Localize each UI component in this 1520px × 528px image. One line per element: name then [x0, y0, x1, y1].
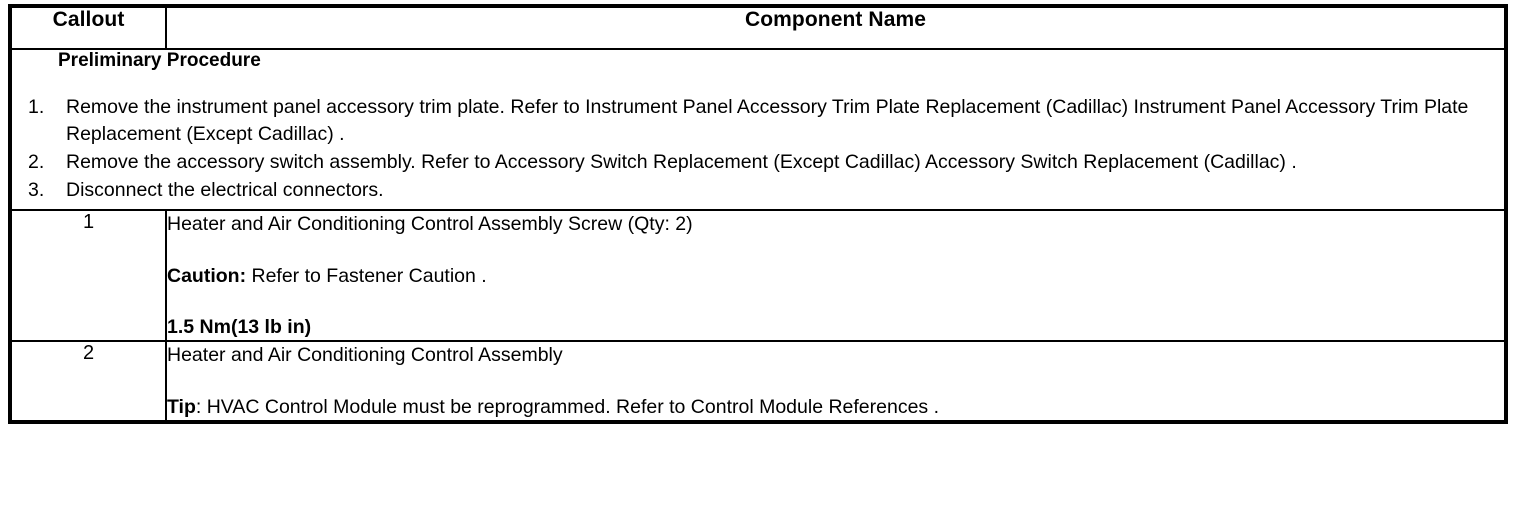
preliminary-procedure-cell: Preliminary Procedure Remove the instrum…: [9, 47, 1507, 212]
callout-table: Callout Component Name Preliminary Proce…: [8, 4, 1508, 425]
component-cell-2: Heater and Air Conditioning Control Asse…: [165, 340, 1507, 423]
preliminary-step-2: Remove the accessory switch assembly. Re…: [28, 149, 1297, 176]
column-header-callout: Callout: [9, 5, 167, 50]
caution-text: Refer to Fastener Caution .: [246, 264, 487, 287]
caution-note-1: Caution: Refer to Fastener Caution .: [167, 263, 1504, 289]
table-body: Preliminary Procedure Remove the instrum…: [9, 47, 1507, 423]
tip-text: : HVAC Control Module must be reprogramm…: [195, 395, 940, 418]
caution-label: Caution:: [167, 264, 247, 287]
component-name-2: Heater and Air Conditioning Control Asse…: [167, 344, 563, 367]
torque-specification-1: 1.5 Nm(13 lb in): [167, 316, 312, 339]
component-name-1: Heater and Air Conditioning Control Asse…: [167, 213, 693, 236]
table-row: 1 Heater and Air Conditioning Control As…: [9, 209, 1507, 343]
table-row: 2 Heater and Air Conditioning Control As…: [9, 340, 1507, 423]
header-row: Callout Component Name: [9, 5, 1507, 50]
tip-note-2: Tip: HVAC Control Module must be reprogr…: [167, 394, 1504, 420]
tip-label: Tip: [167, 395, 196, 418]
preliminary-steps-list: Remove the instrument panel accessory tr…: [12, 94, 1504, 204]
callout-number-2: 2: [9, 340, 167, 423]
component-cell-1: Heater and Air Conditioning Control Asse…: [165, 209, 1507, 343]
table-header: Callout Component Name: [9, 5, 1507, 50]
preliminary-step-3: Disconnect the electrical connectors.: [28, 177, 384, 204]
preliminary-procedure-title: Preliminary Procedure: [58, 50, 261, 71]
preliminary-procedure-row: Preliminary Procedure Remove the instrum…: [9, 47, 1507, 212]
column-header-component-name: Component Name: [165, 5, 1507, 50]
callout-number-1: 1: [9, 209, 167, 343]
preliminary-step-1: Remove the instrument panel accessory tr…: [28, 94, 1469, 145]
